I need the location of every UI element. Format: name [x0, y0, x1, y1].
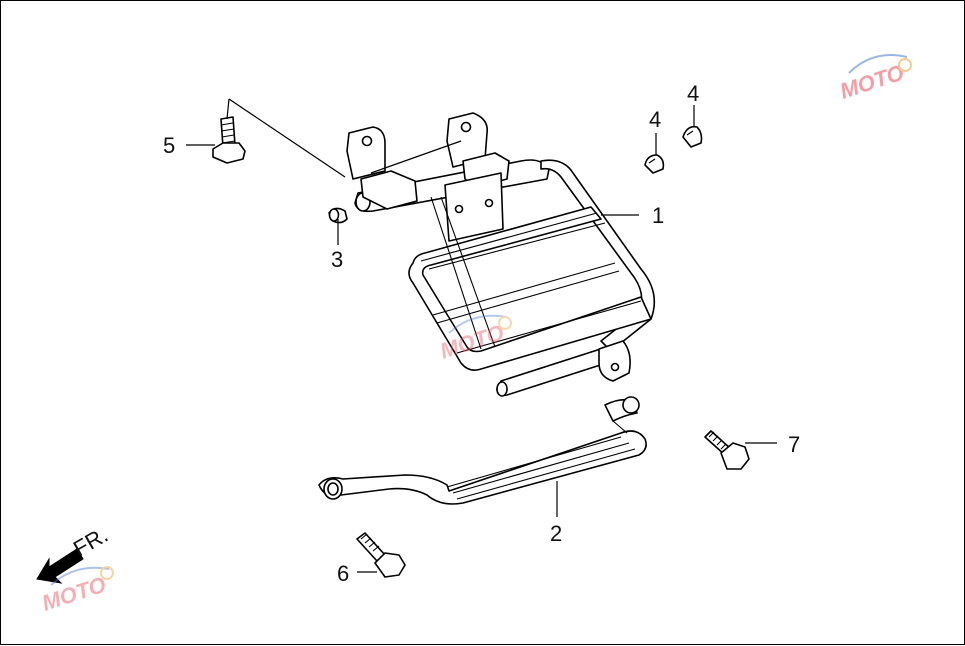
watermark-logo-text: MOTO [837, 60, 907, 104]
arrow-left-icon [36, 548, 84, 584]
callout-1: 1 [652, 203, 664, 228]
rack-side-rail-right [540, 159, 656, 352]
callout-4-upper: 4 [687, 81, 699, 106]
cap-3 [328, 207, 348, 224]
callout-2: 2 [550, 521, 562, 546]
gear-icon [898, 58, 912, 72]
rack-mount-tab-left [346, 126, 386, 180]
clip-4-upper [682, 125, 703, 148]
watermark-top-right: MOTO [837, 54, 912, 104]
bolt-6 [356, 532, 406, 578]
gear-icon [100, 566, 114, 580]
footrest-bar [318, 396, 647, 505]
callout-4-lower: 4 [649, 107, 661, 132]
callout-6: 6 [337, 561, 349, 586]
leader-lines [186, 98, 777, 573]
callout-3: 3 [331, 247, 343, 272]
rear-rack [346, 112, 656, 397]
callout-7: 7 [788, 432, 800, 457]
gear-icon [498, 316, 512, 330]
bolt-7 [704, 430, 750, 470]
bolt-5 [212, 116, 246, 164]
callout-5: 5 [163, 133, 175, 158]
clip-4-lower [644, 154, 665, 174]
rack-center-bracket [444, 172, 504, 242]
